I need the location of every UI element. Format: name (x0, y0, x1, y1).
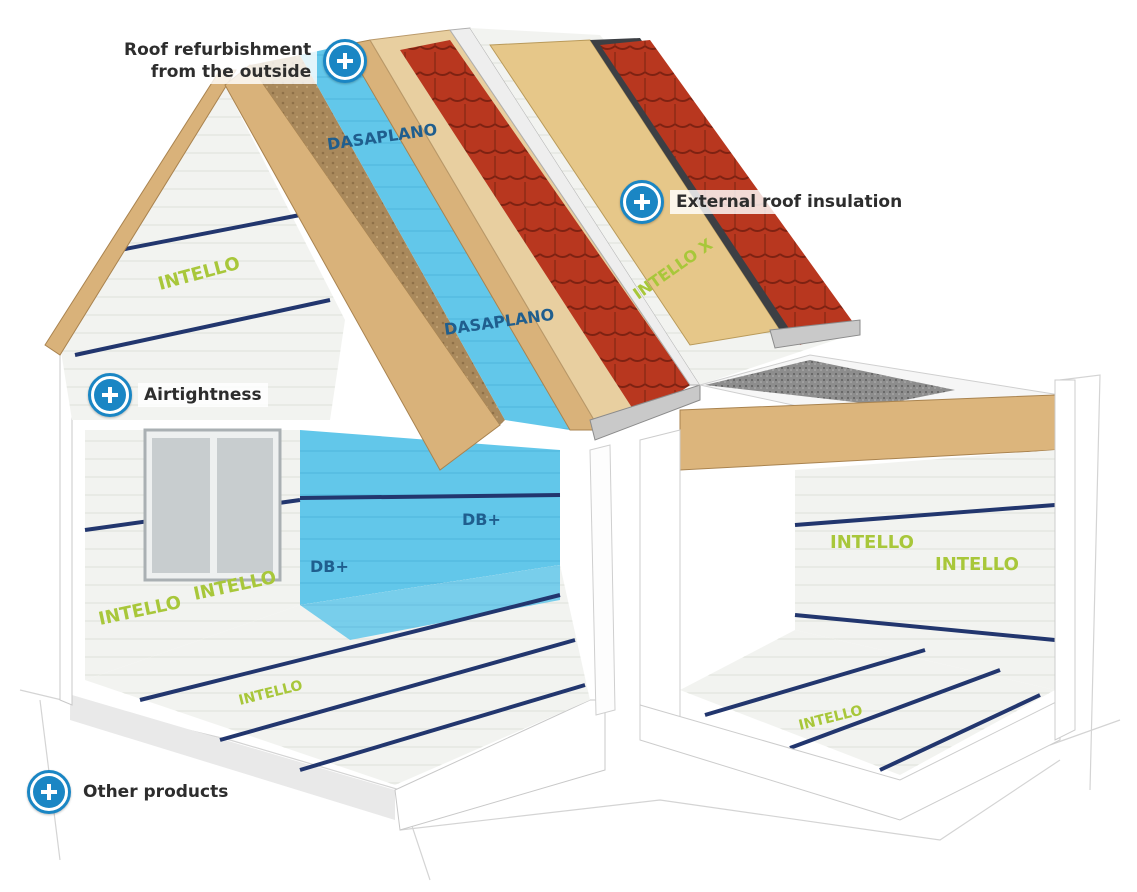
left-room-interior (84, 428, 590, 785)
hotspot-roof-refurbishment-label: Roof refurbishment from the outside (118, 38, 318, 84)
hotspot-other-products[interactable]: Other products (27, 770, 235, 814)
hotspot-external-roof-insulation[interactable]: External roof insulation (620, 180, 909, 224)
brand-db-plus-1: DB+ (310, 557, 349, 576)
plus-circle-icon[interactable] (323, 39, 368, 83)
right-building (639, 354, 1076, 821)
left-roof-layers (224, 29, 701, 471)
plus-circle-icon[interactable] (620, 180, 664, 224)
plus-circle-icon[interactable] (27, 770, 71, 814)
left-gable (44, 69, 345, 420)
roof-refurbishment-line2: from the outside (150, 62, 312, 82)
brand-intello-right-wall-2: INTELLO (935, 554, 1019, 575)
brand-db-plus-2: DB+ (462, 510, 501, 529)
left-building-walls (59, 343, 616, 831)
plus-circle-icon[interactable] (88, 373, 132, 417)
hotspot-airtightness[interactable]: Airtightness (88, 373, 268, 417)
hotspot-other-products-label: Other products (77, 780, 235, 804)
brand-intello-right-wall: INTELLO (830, 532, 914, 553)
roof-refurbishment-line1: Roof refurbishment (124, 40, 312, 60)
hotspot-airtightness-label: Airtightness (138, 383, 268, 407)
hotspot-roof-refurbishment[interactable]: Roof refurbishment from the outside (118, 38, 368, 84)
hotspot-external-roof-insulation-label: External roof insulation (670, 190, 909, 214)
